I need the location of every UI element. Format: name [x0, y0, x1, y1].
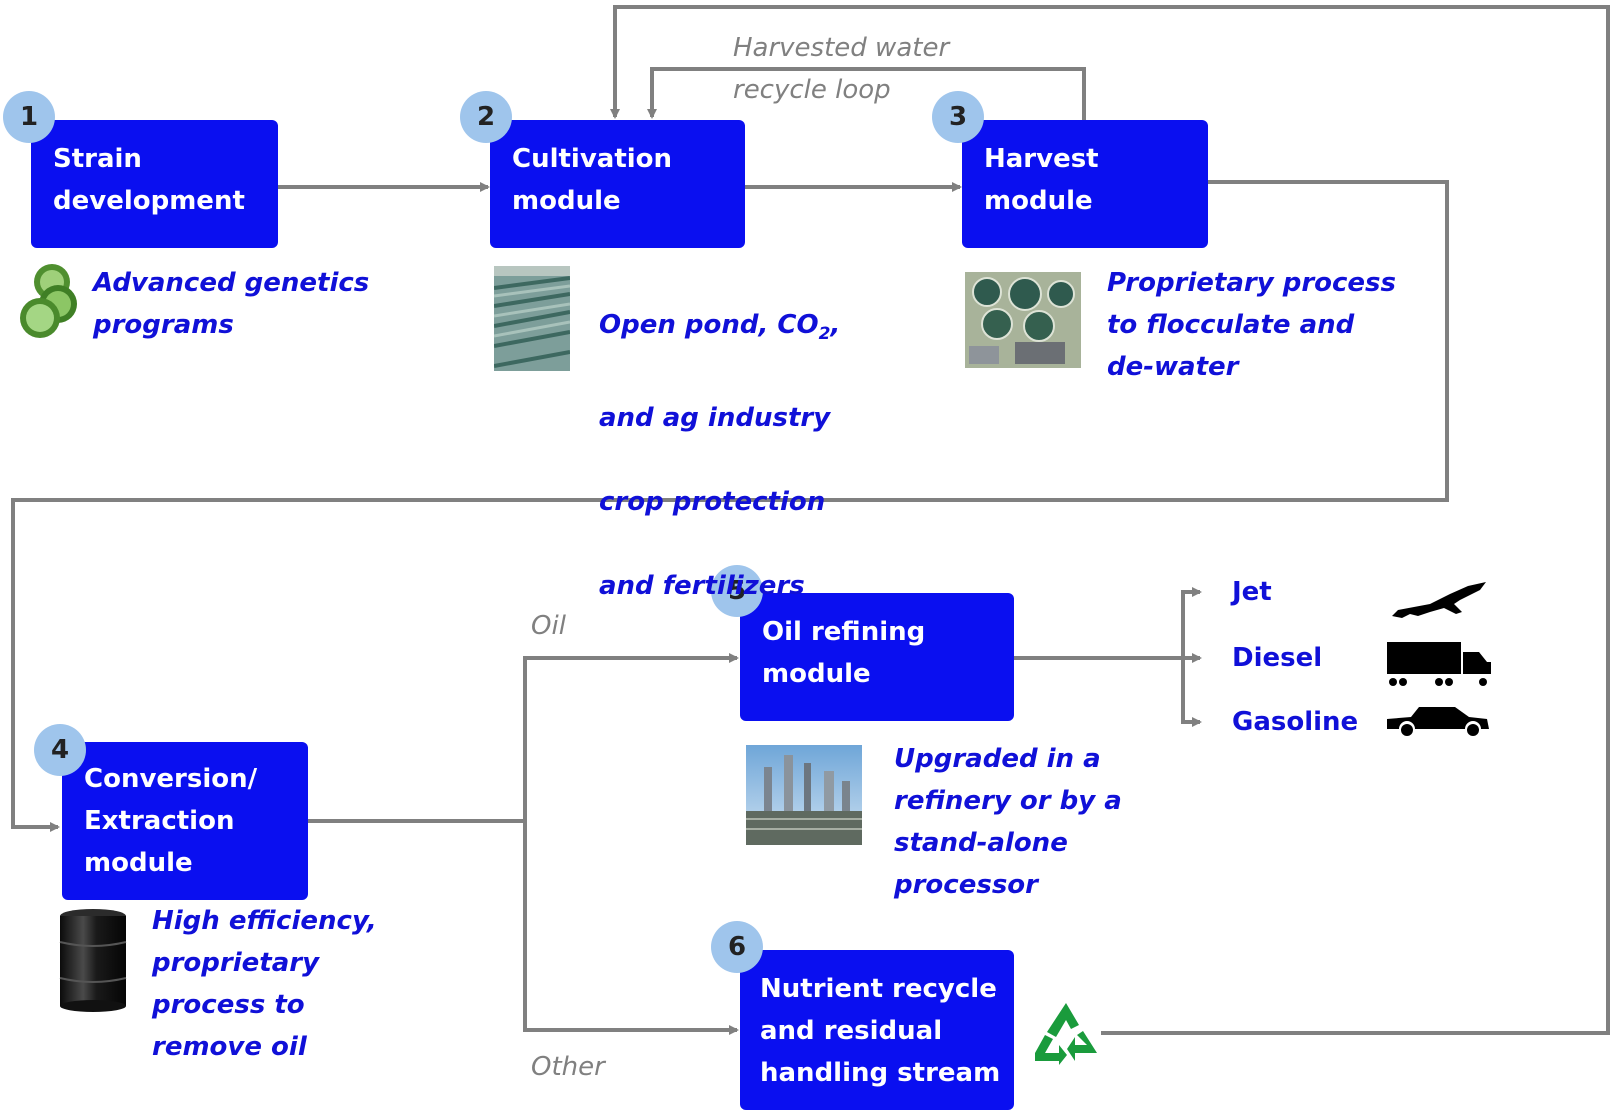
step-1-badge: 1	[3, 91, 55, 143]
step-5-badge: 5	[711, 565, 763, 617]
conversion-extraction-box: Conversion/ Extraction module	[62, 742, 308, 900]
strain-development-description: Advanced genetics programs	[93, 268, 370, 340]
arrow-3-to-4	[11, 180, 1449, 832]
cultivation-description-line1-text: Open pond, CO	[599, 310, 819, 340]
other-arrow	[523, 821, 739, 1035]
harvest-description: Proprietary process to flocculate and de…	[1107, 268, 1397, 382]
cultivation-module-box: Cultivation module	[490, 120, 745, 248]
open-pond-photo	[494, 266, 570, 371]
nutrient-recycle-box: Nutrient recycle and residual handling s…	[740, 950, 1014, 1110]
car-icon	[1387, 707, 1489, 736]
product-jet-label: Jet	[1232, 577, 1272, 607]
harvest-module-box: Harvest module	[962, 120, 1208, 248]
airplane-icon	[1392, 582, 1486, 618]
cultivation-description-line1: Open pond, CO2,	[599, 304, 840, 355]
recycle-icon	[1035, 1003, 1097, 1065]
cultivation-description: Open pond, CO2, and ag industry crop pro…	[599, 262, 840, 649]
oil-barrel-icon	[59, 909, 127, 1012]
step-3-badge: 3	[932, 91, 984, 143]
nutrient-recycle-title: Nutrient recycle and residual handling s…	[760, 974, 1001, 1088]
oil-refining-title: Oil refining module	[762, 617, 926, 689]
step-6-badge: 6	[711, 921, 763, 973]
oil-flow-label: Oil	[531, 611, 566, 641]
step-2-badge: 2	[460, 91, 512, 143]
jet-branch-arrow	[1181, 587, 1202, 658]
oil-refining-description: Upgraded in a refinery or by a stand-alo…	[894, 744, 1122, 900]
cultivation-description-line4: and fertilizers	[599, 571, 805, 602]
product-diesel-label: Diesel	[1232, 643, 1323, 673]
conversion-description: High efficiency, proprietary process to …	[152, 906, 377, 1062]
strain-development-box: Strain development	[31, 120, 278, 248]
water-loop-label: Harvested water recycle loop	[733, 33, 950, 105]
cultivation-description-line2: and ag industry	[599, 403, 831, 434]
other-flow-label: Other	[531, 1052, 605, 1082]
product-gasoline-label: Gasoline	[1232, 707, 1359, 737]
cultivation-description-line3: crop protection	[599, 487, 826, 518]
harvest-facility-photo	[965, 272, 1081, 368]
gasoline-branch-arrow	[1181, 658, 1202, 727]
harvest-module-title: Harvest module	[984, 144, 1099, 216]
oil-arrow	[523, 653, 739, 821]
strain-development-title: Strain development	[53, 144, 245, 216]
cultivation-description-comma: ,	[830, 310, 841, 340]
co2-subscript: 2	[818, 324, 831, 345]
refinery-photo	[746, 745, 862, 845]
nutrient-recycle-arrow	[610, 5, 1610, 1035]
truck-icon	[1387, 642, 1491, 686]
algae-cells-icon	[20, 264, 77, 338]
water-recycle-loop-arrow	[647, 67, 1086, 120]
oil-refining-box: Oil refining module	[740, 593, 1014, 721]
conversion-extraction-title: Conversion/ Extraction module	[84, 764, 258, 878]
cultivation-module-title: Cultivation module	[512, 144, 673, 216]
step-4-badge: 4	[34, 724, 86, 776]
